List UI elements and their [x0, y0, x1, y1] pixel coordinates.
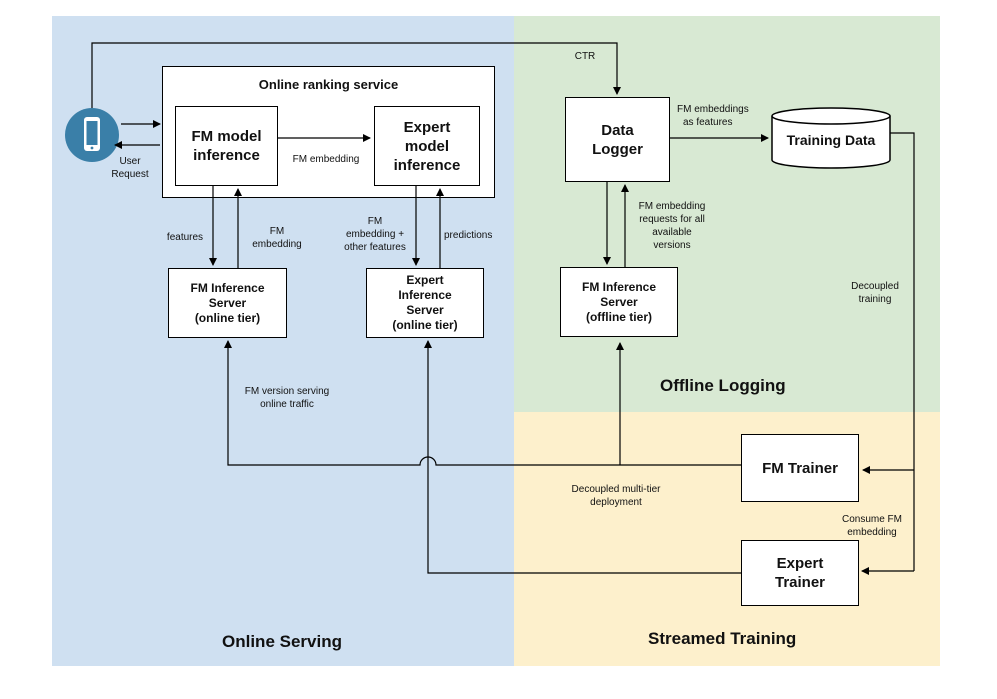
fm-embedding-other-line: embedding +	[345, 229, 405, 240]
expert-inference-online-line: Expert	[406, 273, 444, 287]
decoupled-training-label: Decoupled training	[842, 280, 908, 306]
ctr-arrow	[91, 42, 621, 108]
fm-version-serving-line: FM version serving	[244, 386, 330, 397]
fm-embedding-label: FM embedding	[292, 154, 360, 165]
smartphone-icon	[65, 108, 119, 162]
fm-inference-offline-line: FM Inference	[581, 279, 656, 294]
expert-inference-online-line: Inference	[398, 288, 452, 302]
fm-embedding-2-line: embedding	[252, 239, 302, 250]
expert-inference-online-line: Server	[406, 303, 444, 317]
fm-embeddings-as-features-line: FM embeddings	[677, 104, 749, 115]
consume-fm-embedding-line: Consume FM	[841, 514, 902, 525]
fm-version-serving-label: FM version serving online traffic	[232, 385, 342, 411]
predictions-label: predictions	[444, 230, 493, 241]
expert-trainer-line: Expert	[776, 555, 824, 572]
fm-inference-online-line: (online tier)	[194, 310, 261, 325]
expert-model-inference-box: Expert model inference	[374, 106, 480, 186]
user-request-line: User	[119, 156, 141, 167]
fm-embedding-2-label: FM embedding	[244, 225, 310, 251]
ctr-label: CTR	[574, 51, 596, 62]
offline-logging-title: Offline Logging	[660, 376, 786, 395]
fm-inference-online-line: Server	[208, 295, 247, 310]
fm-inference-server-offline-box: FM Inference Server (offline tier)	[560, 267, 686, 345]
data-logger-line: Logger	[592, 140, 643, 158]
user-request-label: User Request	[108, 155, 152, 181]
fm-inference-offline-line: Server	[600, 294, 638, 309]
fm-inference-server-online-box: FM Inference Server (online tier)	[168, 268, 287, 338]
expert-model-inference-line: model	[404, 137, 450, 155]
expert-model-inference-line: inference	[393, 156, 461, 174]
fm-embedding-requests-line: FM embedding	[638, 201, 706, 212]
fm-embedding-requests-line: requests for all	[639, 214, 705, 225]
fm-inference-online-line: FM Inference	[190, 280, 265, 295]
online-ranking-service-title: Online ranking service	[258, 77, 399, 92]
consume-fm-embedding-label: Consume FM embedding	[832, 513, 912, 539]
consume-fm-embedding-line: embedding	[847, 527, 897, 538]
fm-inference-offline-line: (offline tier)	[585, 309, 652, 324]
fm-version-serving-line: online traffic	[260, 399, 314, 410]
expert-model-inference-line: Expert	[403, 118, 451, 136]
connector-lines	[91, 42, 915, 575]
fm-embedding-other-line: other features	[344, 242, 406, 253]
fm-embeddings-as-features-line: as features	[683, 117, 733, 128]
fm-trainer-box: FM Trainer	[741, 434, 867, 510]
fm-model-inference-line: inference	[193, 147, 260, 164]
expert-trainer-box: Expert Trainer	[741, 540, 859, 606]
user-request-line: Request	[111, 169, 149, 180]
decoupled-multi-tier-line: deployment	[590, 497, 642, 508]
fm-embedding-other-features-label: FM embedding + other features	[335, 215, 415, 254]
expert-inference-server-online-box: Expert Inference Server (online tier)	[366, 268, 484, 338]
fm-embedding-2-line: FM	[269, 226, 285, 237]
streamed-training-title: Streamed Training	[648, 629, 797, 648]
fm-embedding-requests-line: available	[652, 227, 692, 238]
fm-deployment-line	[224, 340, 741, 466]
fm-embedding-requests-label: FM embedding requests for all available …	[631, 200, 713, 252]
fm-embedding-other-line: FM	[367, 216, 383, 227]
decoupled-multi-tier-line: Decoupled multi-tier	[571, 484, 661, 495]
expert-deployment-line	[424, 340, 741, 574]
data-logger-line: Data	[601, 121, 634, 139]
decoupled-training-line-text: Decoupled	[851, 281, 899, 292]
fm-embedding-requests-line: versions	[653, 240, 691, 251]
features-label: features	[166, 232, 204, 243]
fm-embeddings-as-features-label: FM embeddings as features	[677, 103, 767, 129]
decoupled-training-line	[890, 132, 915, 571]
fm-model-inference-line: FM model	[191, 128, 262, 145]
data-logger-box: Data Logger	[565, 97, 670, 182]
expert-trainer-line: Trainer	[774, 574, 826, 591]
online-serving-title: Online Serving	[222, 632, 342, 651]
streamed-training-region	[514, 412, 940, 666]
fm-model-inference-box: FM model inference	[175, 106, 278, 186]
offline-logging-region	[514, 16, 940, 412]
training-data-label: Training Data	[786, 132, 876, 148]
decoupled-multi-tier-label: Decoupled multi-tier deployment	[561, 483, 671, 509]
fm-trainer-label: FM Trainer	[762, 459, 838, 477]
decoupled-training-line-text: training	[858, 294, 892, 305]
expert-inference-online-line: (online tier)	[392, 318, 458, 332]
training-data-database-icon	[771, 107, 891, 169]
